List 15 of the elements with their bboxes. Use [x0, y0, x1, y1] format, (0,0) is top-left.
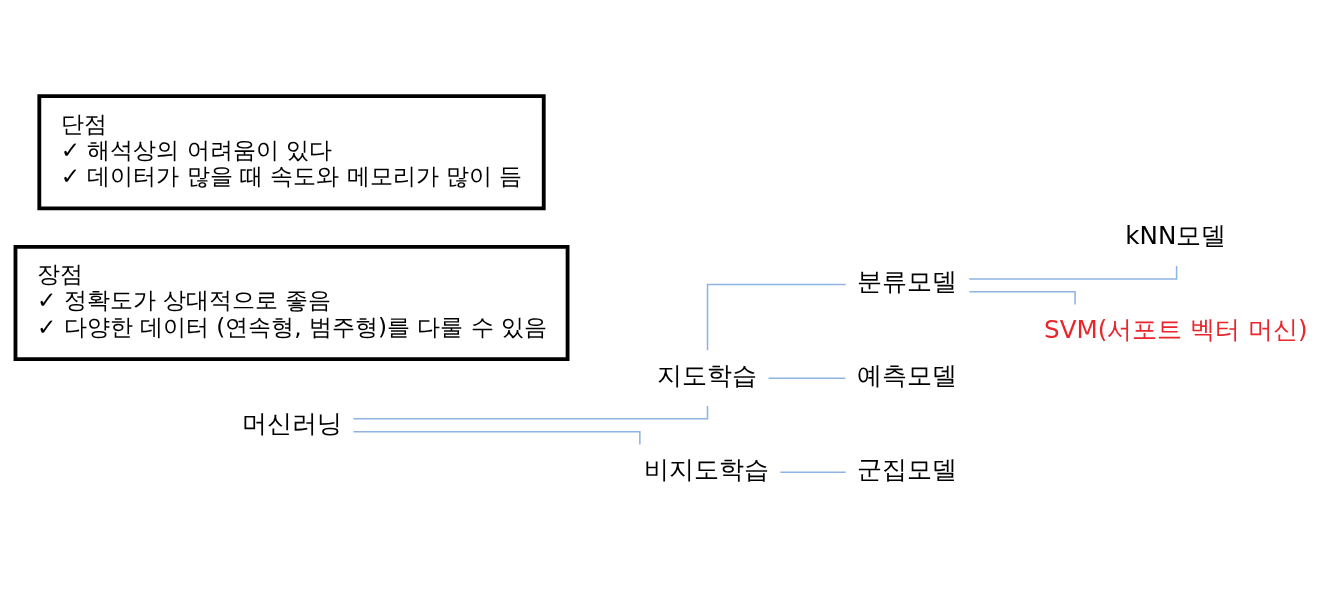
node-text: 비지도학습: [644, 455, 770, 485]
node-text: 군집모델: [857, 455, 958, 485]
connector: [706, 283, 847, 351]
node-text: 지도학습: [656, 361, 757, 391]
node-text: kNN모델: [1125, 221, 1227, 251]
node-box: 단점 ✓ 해석상의 어려움이 있다 ✓ 데이터가 많을 때 속도와 메모리가 많이 듬: [37, 94, 546, 211]
node-text: 예측모델: [857, 361, 958, 391]
node-text: SVM(서포트 벡터 머신): [1044, 315, 1308, 345]
connector: [779, 471, 847, 473]
node-text: 머신러닝: [241, 408, 342, 438]
node-text: 분류모델: [857, 267, 958, 297]
connector: [767, 377, 847, 380]
connector: [968, 290, 1076, 306]
connector: [352, 430, 641, 446]
node-box: 장점 ✓ 정확도가 상대적으로 좋음 ✓ 다양한 데이터 (연속형, 범주형)를 다룰 수 있음: [13, 244, 570, 362]
